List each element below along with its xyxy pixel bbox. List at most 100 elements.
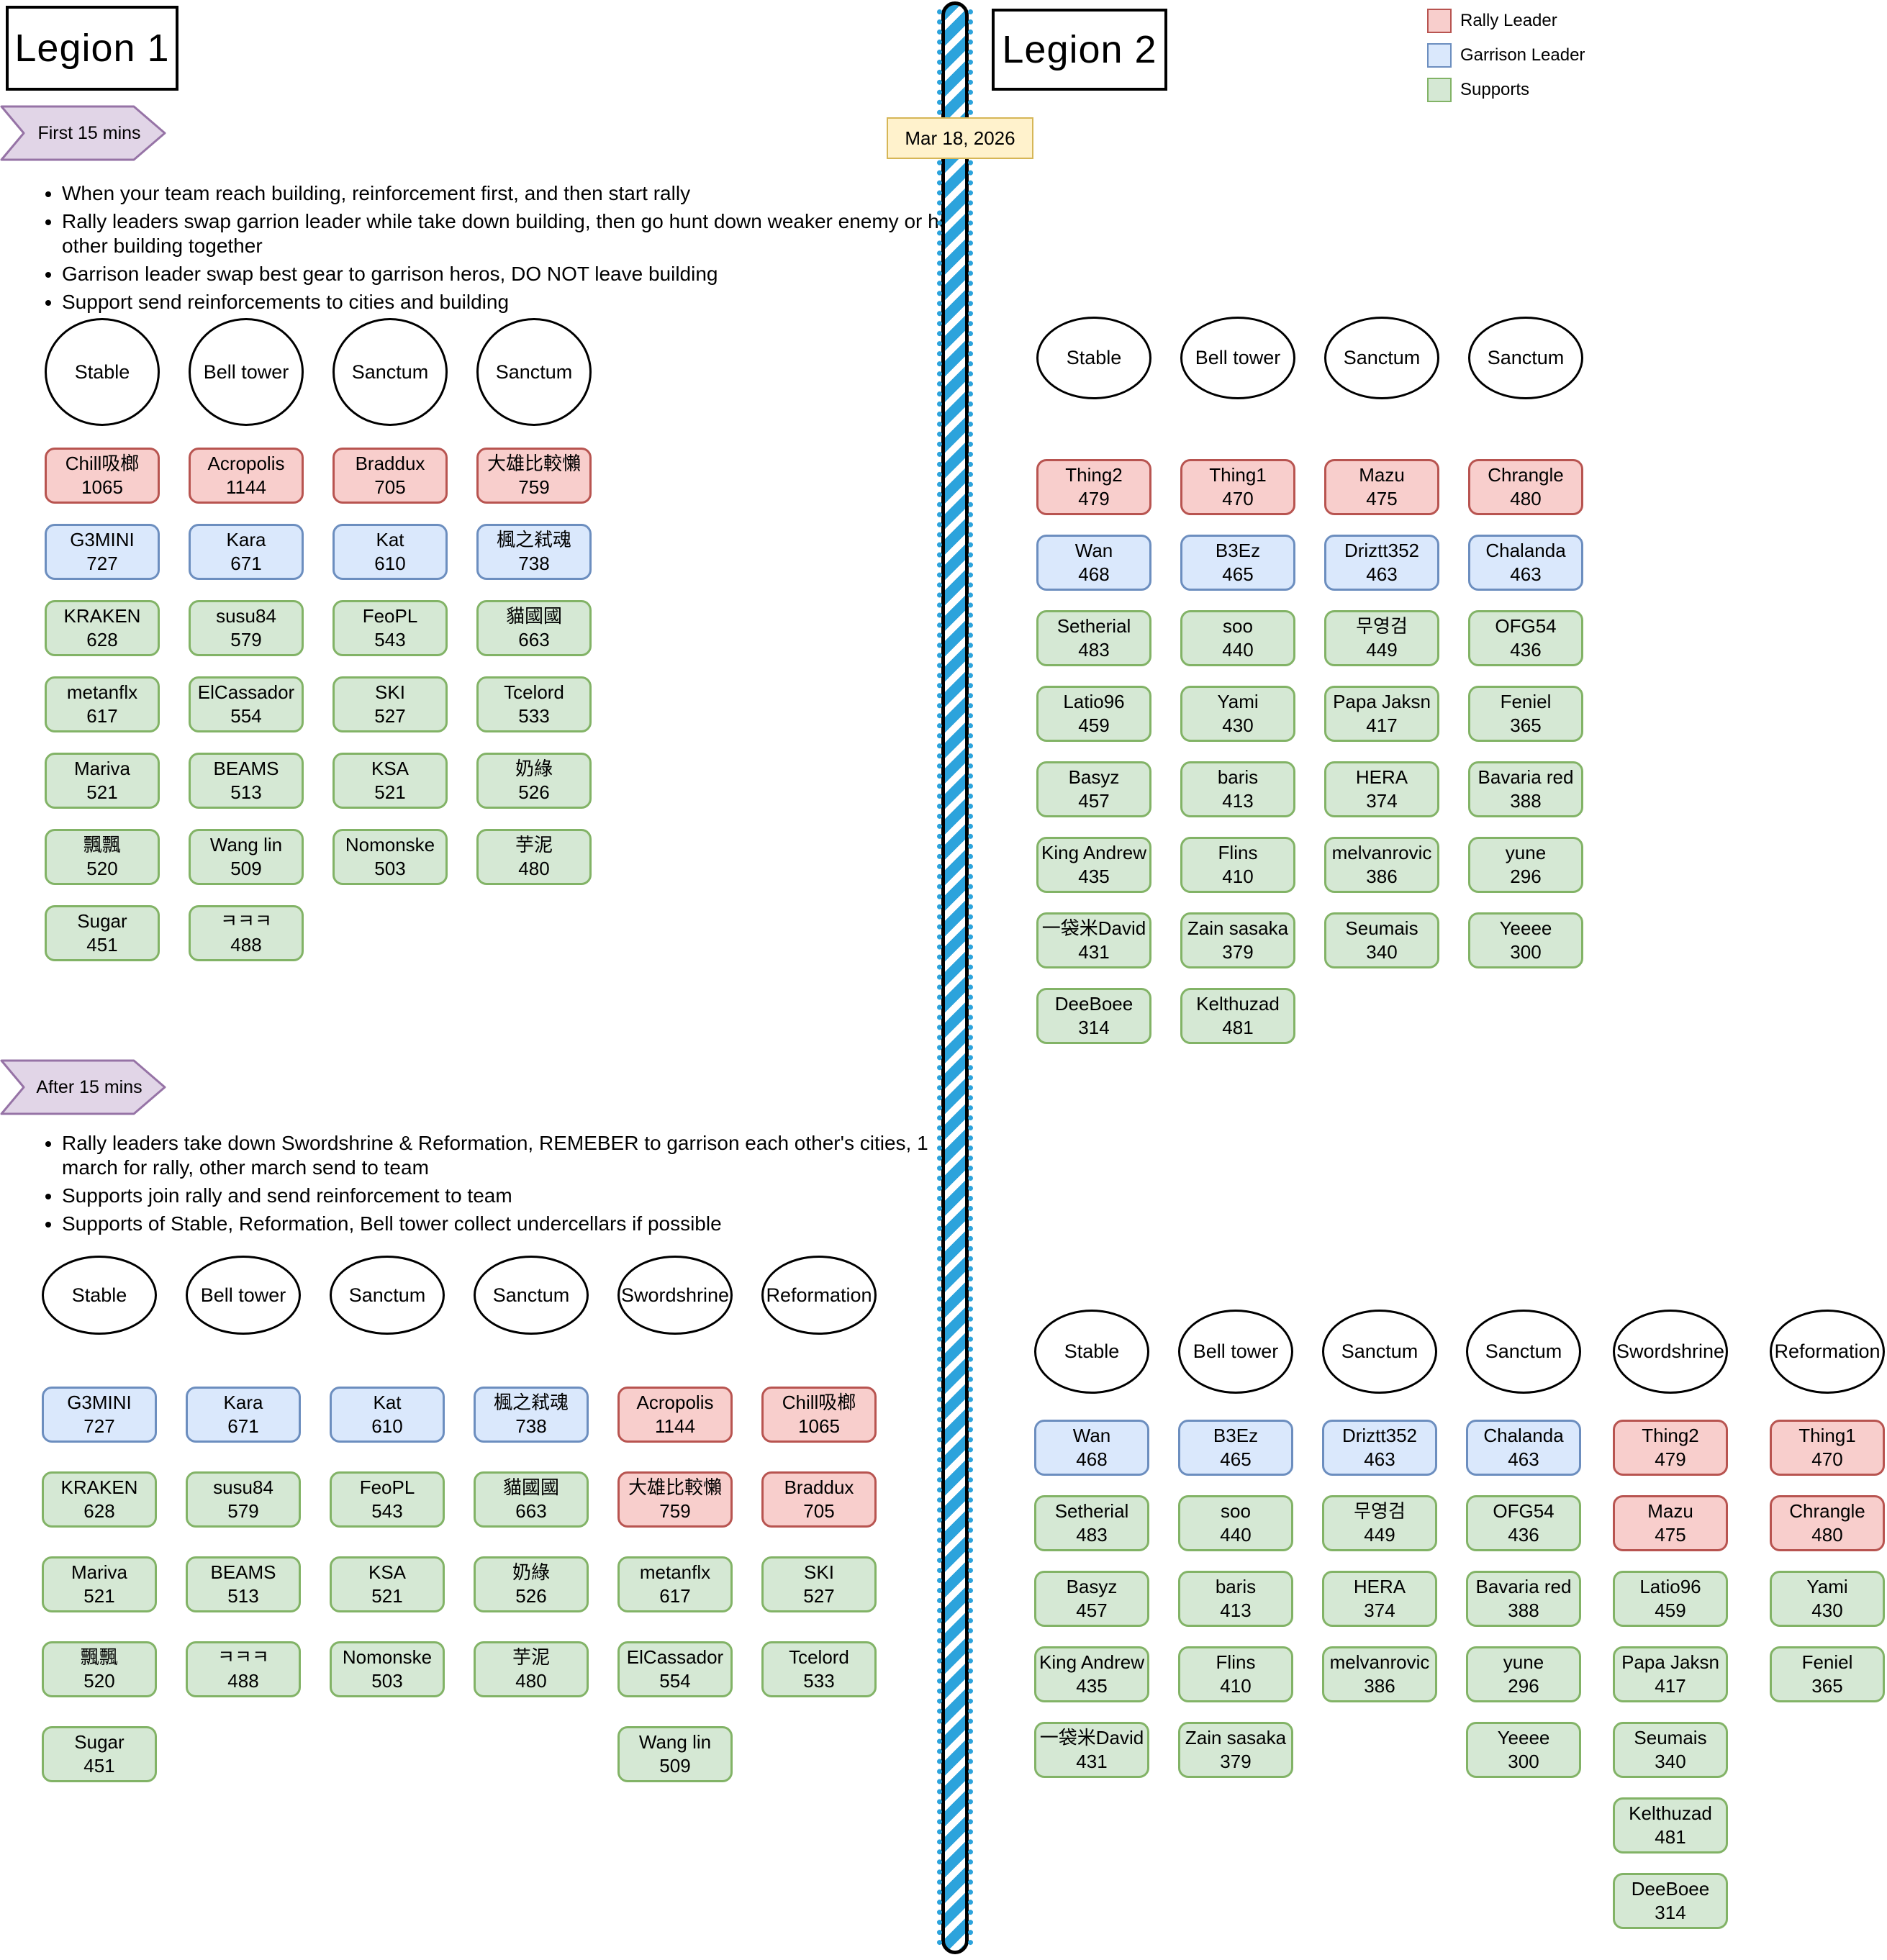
member-name: ㅋㅋㅋ <box>220 910 272 932</box>
member-name: Tcelord <box>789 1646 849 1668</box>
member-name: FeoPL <box>359 1476 415 1498</box>
rally-leader-swatch-icon <box>1427 9 1452 33</box>
member-score: 440 <box>1220 1524 1252 1546</box>
member-name: Seumais <box>1345 917 1418 939</box>
member-score: 459 <box>1078 714 1110 736</box>
member-name: Wan <box>1072 1425 1111 1446</box>
member-score: 379 <box>1222 941 1254 963</box>
member-name: G3MINI <box>70 529 135 550</box>
legion1-title: Legion 1 <box>6 6 178 91</box>
member-score: 449 <box>1364 1524 1395 1546</box>
building-bell-tower: Bell tower <box>186 1256 301 1335</box>
member-name: 貓國國 <box>505 605 562 627</box>
member-score: 759 <box>659 1500 691 1522</box>
member-name: Thing2 <box>1065 464 1123 486</box>
member-score: 340 <box>1366 941 1398 963</box>
building-stable: Stable <box>1036 317 1151 399</box>
building-label: Sanctum <box>351 360 429 383</box>
member-name: susu84 <box>216 605 276 627</box>
member-score: 554 <box>659 1670 691 1692</box>
banner-label: After 15 mins <box>36 1077 142 1097</box>
member-name: Nomonske <box>342 1646 433 1668</box>
instructions-after-15-mins: Rally leaders take down Swordshrine & Re… <box>32 1131 976 1240</box>
member-score: 513 <box>230 781 262 803</box>
member-name: Setherial <box>1054 1500 1129 1522</box>
building-label: Sanctum <box>1343 347 1421 368</box>
member-name: Driztt352 <box>1341 1425 1418 1446</box>
member-name: King Andrew <box>1041 842 1146 863</box>
instruction-item: Support send reinforcements to cities an… <box>62 290 976 314</box>
member-score: 463 <box>1510 563 1542 585</box>
member-score: 543 <box>371 1500 403 1522</box>
member-score: 413 <box>1222 790 1254 812</box>
member-score: 1144 <box>655 1415 695 1437</box>
member-name: DeeBoee <box>1631 1878 1710 1900</box>
member-name: melvanrovic <box>1329 1651 1430 1673</box>
legend-row-garrison: Garrison Leader <box>1427 43 1585 68</box>
member-name: Kara <box>226 529 266 550</box>
building-sanctum: Sanctum <box>330 1256 445 1335</box>
member-name: Thing1 <box>1209 464 1267 486</box>
member-name: Latio96 <box>1639 1576 1701 1597</box>
member-score: 579 <box>230 629 262 650</box>
member-score: 465 <box>1220 1448 1252 1470</box>
building-label: Swordshrine <box>1616 1340 1725 1362</box>
member-score: 1065 <box>81 476 123 498</box>
member-score: 521 <box>86 781 118 803</box>
member-name: Flins <box>1216 1651 1256 1673</box>
member-name: susu84 <box>213 1476 273 1498</box>
building-label: Sanctum <box>1487 347 1565 368</box>
member-name: 貓國國 <box>502 1476 559 1498</box>
member-name: Acropolis <box>636 1392 714 1413</box>
building-label: Stable <box>1066 347 1122 368</box>
member-score: 503 <box>374 858 406 879</box>
member-name: Driztt352 <box>1344 540 1420 561</box>
member-name: Chill吸榔 <box>65 453 140 474</box>
building-sanctum: Sanctum <box>332 318 448 426</box>
legion2-title: Legion 2 <box>992 9 1167 91</box>
member-score: 1065 <box>798 1415 840 1437</box>
member-name: Yami <box>1217 691 1259 712</box>
member-score: 296 <box>1510 866 1542 887</box>
member-name: Tcelord <box>504 681 564 703</box>
member-name: Mazu <box>1647 1500 1693 1522</box>
legend-label: Supports <box>1460 80 1530 99</box>
member-score: 483 <box>1076 1524 1108 1546</box>
